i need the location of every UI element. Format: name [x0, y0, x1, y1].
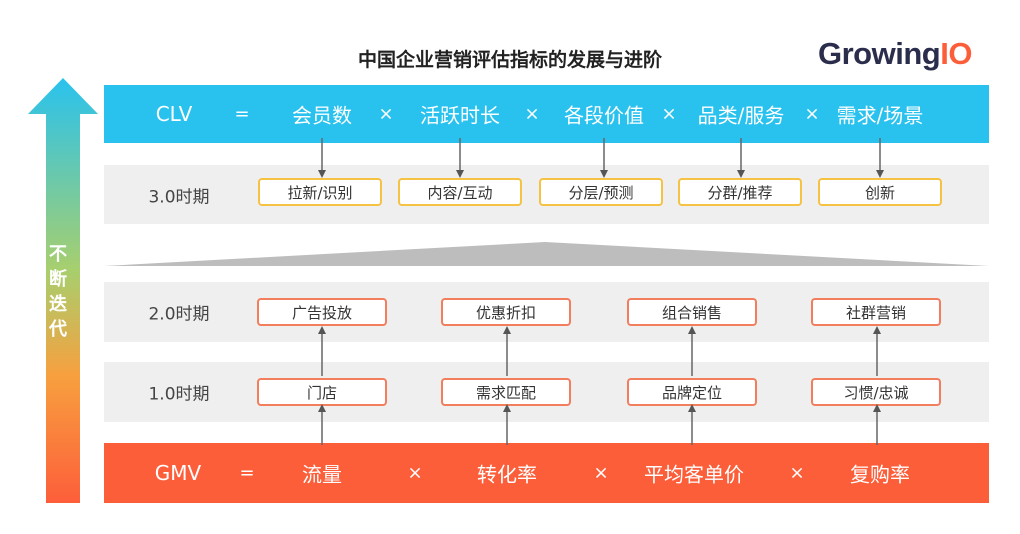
- clv-term: 活跃时长: [420, 103, 500, 128]
- gmv-term: GMV: [154, 461, 202, 485]
- period-2-row: 2.0时期 广告投放 优惠折扣 组合销售 社群营销: [104, 282, 989, 342]
- growingio-logo: GrowingIO: [818, 36, 972, 72]
- clv-times: ×: [804, 103, 820, 125]
- period-2-item: 社群营销: [811, 298, 941, 326]
- logo-text-growing: Growing: [818, 36, 941, 71]
- gmv-formula-band: GMV = 流量 × 转化率 × 平均客单价 × 复购率: [104, 443, 989, 503]
- gmv-equals: =: [239, 462, 255, 484]
- period-2-item: 优惠折扣: [441, 298, 571, 326]
- clv-term: 各段价值: [564, 103, 644, 128]
- gmv-term: 平均客单价: [644, 462, 744, 487]
- clv-term: 会员数: [292, 103, 352, 128]
- period-1-item: 需求匹配: [441, 378, 571, 406]
- period-1-row: 1.0时期 门店 需求匹配 品牌定位 习惯/忠诚: [104, 362, 989, 422]
- gmv-term: 复购率: [850, 462, 910, 487]
- iteration-char: 断: [49, 269, 67, 290]
- iteration-char: 不: [49, 244, 67, 265]
- clv-times: ×: [378, 103, 394, 125]
- clv-formula-band: CLV = 会员数 × 活跃时长 × 各段价值 × 品类/服务 × 需求/场景: [104, 85, 989, 143]
- clv-equals: =: [234, 103, 250, 125]
- iteration-char: 迭: [49, 294, 67, 315]
- logo-text-io: IO: [940, 36, 972, 71]
- gmv-times: ×: [593, 462, 609, 484]
- gmv-times: ×: [789, 462, 805, 484]
- period-3-item: 拉新/识别: [258, 178, 382, 206]
- diagram-title: 中国企业营销评估指标的发展与进阶: [357, 49, 662, 71]
- period-3-item: 分层/预测: [539, 178, 663, 206]
- period-1-label: 1.0时期: [148, 384, 210, 405]
- period-1-item: 品牌定位: [627, 378, 757, 406]
- clv-term: CLV: [155, 102, 193, 126]
- period-3-label: 3.0时期: [148, 187, 210, 207]
- gmv-term: 转化率: [477, 462, 537, 487]
- iteration-label: 不 断 迭 代: [46, 242, 70, 342]
- gmv-term: 流量: [302, 462, 342, 487]
- period-2-item: 广告投放: [257, 298, 387, 326]
- period-3-item: 内容/互动: [398, 178, 522, 206]
- period-3-item: 创新: [818, 178, 942, 206]
- clv-times: ×: [524, 103, 540, 125]
- clv-term: 品类/服务: [697, 103, 785, 128]
- clv-times: ×: [661, 103, 677, 125]
- period-3-item: 分群/推荐: [678, 178, 802, 206]
- period-2-label: 2.0时期: [148, 304, 210, 325]
- stage-separator-triangle: [104, 242, 989, 266]
- iteration-char: 代: [49, 319, 67, 340]
- period-2-item: 组合销售: [627, 298, 757, 326]
- gmv-times: ×: [407, 462, 423, 484]
- clv-term: 需求/场景: [836, 103, 924, 128]
- period-3-row: 3.0时期 拉新/识别 内容/互动 分层/预测 分群/推荐 创新: [104, 165, 989, 224]
